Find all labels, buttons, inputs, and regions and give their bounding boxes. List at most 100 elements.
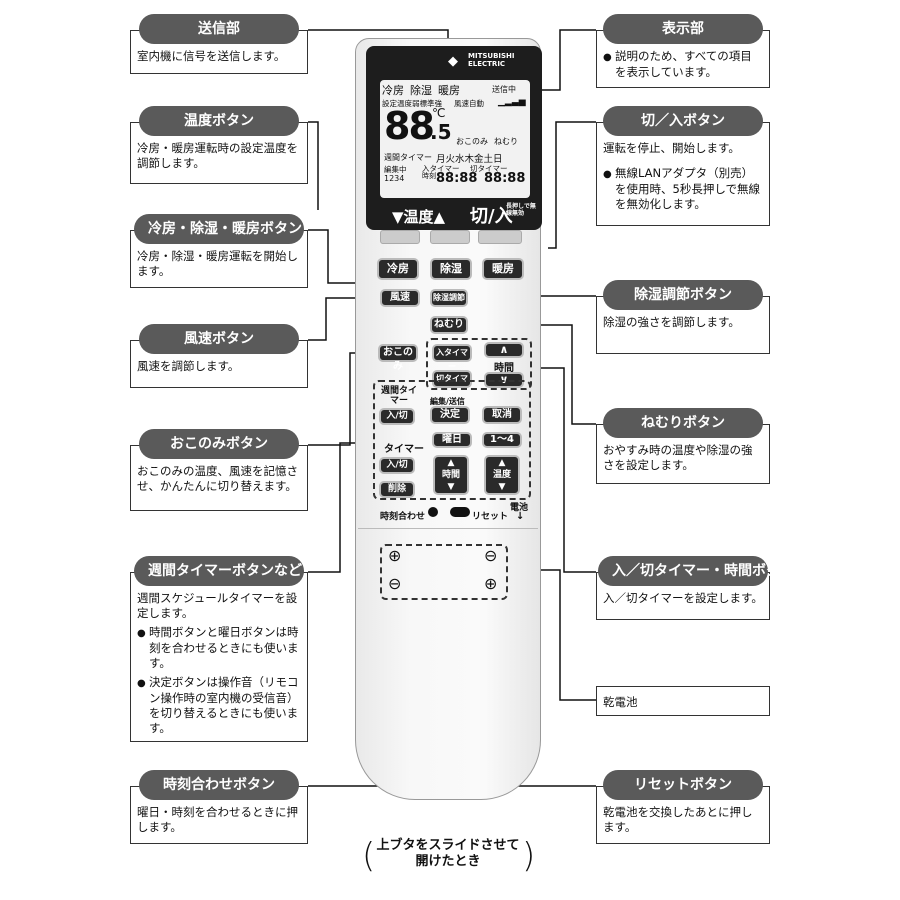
dehum-adjust-button[interactable]: 除湿調節 <box>430 289 468 307</box>
lcd-mode-dry: 除湿 <box>410 84 432 97</box>
callout-temp-button: 温度ボタン 冷房・暖房運転時の設定温度を調節します。 <box>130 106 308 184</box>
lcd-row2: 設定温度弱標準強 <box>382 99 442 108</box>
timer-label: タイマー <box>384 444 424 455</box>
battery-callout-label: 乾電池 <box>603 695 638 709</box>
callout-sleep-button: ねむりボタン おやすみ時の温度や除湿の強さを設定します。 <box>596 408 770 484</box>
callout-dehum-adjust: 除湿調節ボタン 除湿の強さを調節します。 <box>596 280 770 354</box>
clock-set-label: 時刻合わせ <box>380 512 426 522</box>
onoff-button[interactable] <box>478 230 522 244</box>
fan-speed-button[interactable]: 風速 <box>380 289 420 307</box>
callout-mode-buttons: 冷房・除湿・暖房ボタン 冷房・除湿・暖房運転を開始します。 <box>130 214 308 288</box>
triangle-down-icon: ▼ <box>447 482 455 492</box>
callout-title: 時刻合わせボタン <box>139 770 299 800</box>
caption-line-2: 開けたとき <box>415 854 481 869</box>
callout-text: 冷房・暖房運転時の設定温度を調節します。 <box>137 141 298 170</box>
lcd-okonomi: おこのみ <box>456 137 488 146</box>
lcd-weekly-timer: 週間タイマー <box>384 153 432 162</box>
arrow-down-icon: ↓ <box>516 511 525 522</box>
cancel-button[interactable]: 取消 <box>482 406 522 424</box>
range-button[interactable]: 1〜4 <box>482 432 522 448</box>
callout-title: 切／入ボタン <box>603 106 763 136</box>
lcd-mode-cool: 冷房 <box>382 84 404 97</box>
brand-logo: MITSUBISHI ELECTRIC <box>468 52 515 68</box>
lcd-temp-dec: .5 <box>430 120 452 144</box>
lcd-time-label: 時刻 <box>422 172 436 180</box>
lcd-days: 月火水木金土日 <box>436 154 503 165</box>
timer-onoff-button[interactable]: 入/切 <box>379 457 415 474</box>
paren-right: ) <box>522 836 536 876</box>
hour-label: 時間 <box>441 470 460 480</box>
temp-adjust-button[interactable]: ▲ 温度 ▼ <box>484 455 520 495</box>
decide-button[interactable]: 決定 <box>430 406 470 424</box>
callout-title: リセットボタン <box>603 770 763 800</box>
chevron-up-icon: ∧ <box>499 343 509 356</box>
reset-label: リセット <box>472 512 509 522</box>
battery-compartment <box>380 544 508 600</box>
callout-title: 表示部 <box>603 14 763 44</box>
weekly-onoff-button[interactable]: 入/切 <box>379 408 415 425</box>
slide-divider <box>358 528 538 529</box>
clock-set-button[interactable] <box>428 507 438 517</box>
plus-icon: ⊕ <box>484 574 498 593</box>
timer-group <box>426 338 532 390</box>
callout-text: 冷房・除湿・暖房運転を開始します。 <box>137 249 298 278</box>
callout-bullet: 無線LANアダプタ（別売）を使用時、5秒長押しで無線を無効化します。 <box>603 166 763 212</box>
weekly-timer-group <box>373 380 531 500</box>
callout-text: 風速を調節します。 <box>137 359 240 373</box>
temp-down-button[interactable] <box>380 230 420 244</box>
delete-button[interactable]: 削除 <box>379 481 415 498</box>
temp-label: 温度 <box>492 470 511 480</box>
triangle-up-icon: ▲ <box>498 458 506 468</box>
lcd-long-press: 長押しで無線無効 <box>506 203 536 217</box>
weekly-timer-label: 週間タイマー <box>380 386 417 406</box>
temp-up-button[interactable] <box>430 230 470 244</box>
hour-button[interactable]: ▲ 時間 ▼ <box>433 455 469 495</box>
callout-bullet: 決定ボタンは操作音（リモコン操作時の室内機の受信音）を切り替えるときにも使います… <box>137 675 301 736</box>
callout-title: 週間タイマーボタンなど <box>134 556 304 586</box>
callout-display: 表示部 説明のため、すべての項目を表示しています。 <box>596 14 770 88</box>
lcd-deg: ℃ <box>432 106 446 120</box>
callout-reset: リセットボタン 乾電池を交換したあとに押します。 <box>596 770 770 844</box>
okonomi-button[interactable]: おこのみ <box>378 344 418 372</box>
lcd-timer-digits: 88:88 <box>484 171 526 186</box>
lcd-off-timer: 切タイマー <box>470 164 508 173</box>
callout-send: 送信部 室内機に信号を送信します。 <box>130 14 308 74</box>
callout-onoff-button: 切／入ボタン 運転を停止、開始します。 無線LANアダプタ（別売）を使用時、5秒… <box>596 106 770 226</box>
caption-line-1: 上ブタをスライドさせて <box>376 838 520 853</box>
sleep-button[interactable]: ねむり <box>430 316 468 334</box>
time-up-button[interactable]: ∧ <box>484 342 524 358</box>
cool-button[interactable]: 冷房 <box>377 258 419 280</box>
callout-title: ねむりボタン <box>603 408 763 438</box>
callout-battery: 乾電池 <box>596 686 770 716</box>
minus-icon: ⊖ <box>484 546 498 565</box>
battery-label: 電池 <box>510 503 529 513</box>
chevron-down-icon: ∨ <box>499 373 509 386</box>
callout-text: 曜日・時刻を合わせるときに押します。 <box>137 805 298 834</box>
weekday-button[interactable]: 曜日 <box>432 432 472 448</box>
callout-text: おこのみの温度、風速を記憶させ、かんたんに切り替えます。 <box>137 464 298 493</box>
lcd-sending: 送信中 <box>492 85 516 94</box>
callout-text: 除湿の強さを調節します。 <box>603 315 740 329</box>
lcd-mode-heat: 暖房 <box>438 84 460 97</box>
callout-timer-buttons: 入／切タイマー・時間ボタン 入／切タイマーを設定します。 <box>596 556 794 620</box>
signal-bars-icon: ▁▂▃▅ <box>498 97 526 107</box>
off-timer-button[interactable]: 切タイマー <box>432 370 472 397</box>
lcd-onoff-label: 切/入 <box>470 206 513 227</box>
lcd-screen: 冷房 除湿 暖房 送信中 設定温度弱標準強 風速自動 ▁▂▃▅ 88 .5 ℃ … <box>380 80 530 198</box>
callout-okonomi-button: おこのみボタン おこのみの温度、風速を記憶させ、かんたんに切り替えます。 <box>130 429 308 511</box>
lcd-editing: 編集中 <box>384 165 407 174</box>
lcd-temp: 88 <box>384 104 435 148</box>
on-timer-button[interactable]: 入タイマー <box>432 344 472 371</box>
callout-title: 送信部 <box>139 14 299 44</box>
plus-icon: ⊕ <box>388 546 402 565</box>
heat-button[interactable]: 暖房 <box>482 258 524 280</box>
callout-title: 風速ボタン <box>139 324 299 354</box>
time-label: 時間 <box>494 363 514 374</box>
dry-button[interactable]: 除湿 <box>430 258 472 280</box>
reset-button[interactable] <box>450 507 470 517</box>
lcd-nums: 1234 <box>384 174 405 183</box>
callout-title: 除湿調節ボタン <box>603 280 763 310</box>
callout-text: 乾電池を交換したあとに押します。 <box>603 805 753 834</box>
lcd-temp-label: ▼温度▲ <box>392 208 446 226</box>
callout-title: 冷房・除湿・暖房ボタン <box>134 214 304 244</box>
